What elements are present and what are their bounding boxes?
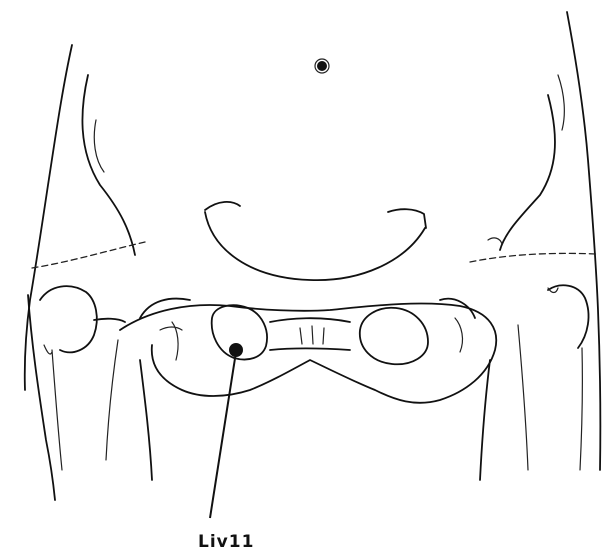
left-femur-neck xyxy=(94,319,125,322)
liv11-leader-line xyxy=(210,352,236,518)
pubic-symphysis-mark-2 xyxy=(312,326,313,344)
left-femur-trochanter xyxy=(44,345,52,354)
right-pubic-ramus xyxy=(455,318,462,352)
pubic-symphysis-top xyxy=(270,318,350,322)
lower-abdomen-curve xyxy=(205,212,425,280)
right-inner-flank xyxy=(558,75,564,130)
left-femur-head xyxy=(40,286,97,352)
left-inner-flank xyxy=(94,120,104,172)
liv11-label: Liv11 xyxy=(198,532,254,552)
left-hip-curve xyxy=(82,75,135,255)
left-thigh-outer-line xyxy=(28,295,55,500)
pubic-symphysis-mark-1 xyxy=(300,328,302,344)
right-inner-thigh xyxy=(480,360,490,480)
right-femur-shaft-outer xyxy=(580,348,582,470)
right-femur-head xyxy=(548,285,589,348)
left-femur-shaft-outer xyxy=(52,350,62,470)
right-obturator-foramen xyxy=(360,308,428,365)
right-body-outline xyxy=(567,12,600,470)
right-inguinal-dashed-line xyxy=(470,253,596,262)
right-femur-shaft-inner xyxy=(518,325,528,470)
left-inner-thigh xyxy=(140,360,152,480)
right-joint-notch xyxy=(488,238,502,244)
right-hip-curve xyxy=(500,95,555,250)
pubic-symphysis-mark-3 xyxy=(323,328,324,344)
left-acetabulum xyxy=(160,327,182,330)
right-iliac-crest xyxy=(440,299,475,318)
left-inguinal-dashed-line xyxy=(32,242,145,268)
navel xyxy=(317,61,327,71)
pubic-symphysis-bottom xyxy=(270,349,350,351)
right-abdominal-arc xyxy=(388,209,426,228)
left-femur-shaft-inner xyxy=(106,340,118,460)
left-abdominal-arc xyxy=(205,202,240,210)
